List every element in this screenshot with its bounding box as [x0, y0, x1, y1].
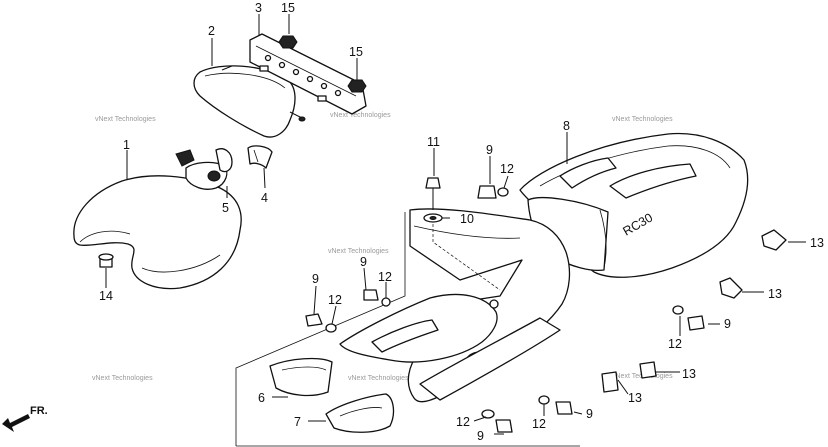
seat-part: [73, 175, 242, 290]
seat-frame-part: [339, 208, 571, 403]
watermark-3: vNext Technologies: [612, 116, 673, 123]
callout-5: 5: [222, 201, 229, 215]
bolt-washer-top: [477, 185, 509, 199]
callout-9-mid: 9: [360, 255, 367, 269]
watermark-1: vNext Technologies: [95, 116, 156, 123]
callout-12-right: 12: [668, 337, 682, 351]
callout-labels: 1 2 3 4 5 6 7 8 9 9 9 9 9 9 10 11 12 12 …: [99, 1, 824, 443]
callout-10: 10: [460, 212, 474, 226]
leader-lines: [105, 14, 806, 435]
bracket-part: [249, 33, 367, 115]
watermark-6: vNext Technologies: [348, 375, 409, 382]
watermark-4: vNext Technologies: [328, 248, 389, 255]
watermark-2: vNext Technologies: [330, 112, 391, 119]
callout-9-bottom-r: 9: [586, 407, 593, 421]
nut-parts: [278, 35, 367, 93]
callout-13-d: 13: [628, 391, 642, 405]
front-direction-indicator: FR.: [2, 405, 48, 432]
callout-9-bottom-l: 9: [477, 429, 484, 443]
callout-15-a: 15: [281, 1, 295, 15]
bolt-washer-right: [672, 305, 705, 331]
rear-cowl-part: RC30: [519, 132, 749, 278]
front-label: FR.: [30, 405, 48, 417]
callout-11: 11: [427, 135, 440, 149]
watermark-5: vNext Technologies: [92, 375, 153, 382]
callout-9-right: 9: [724, 317, 731, 331]
callout-15-b: 15: [349, 45, 363, 59]
callout-6: 6: [258, 391, 265, 405]
callout-12-top: 12: [500, 162, 514, 176]
bolt-washer-left: [305, 289, 391, 333]
callout-8: 8: [563, 119, 570, 133]
callout-12-bottom-l: 12: [456, 415, 470, 429]
callout-12-mid: 12: [378, 270, 392, 284]
callout-9-top: 9: [486, 143, 493, 157]
callout-3: 3: [255, 1, 262, 15]
callout-7: 7: [294, 415, 301, 429]
callout-4: 4: [261, 191, 268, 205]
front-arrow-icon: [2, 414, 30, 432]
grommet-part: [98, 253, 114, 268]
seat-lock-part: [175, 148, 233, 190]
center-fasteners: [423, 177, 501, 291]
clip-part: [247, 145, 273, 169]
side-panel-parts: [269, 357, 395, 433]
callout-12-left: 12: [328, 293, 342, 307]
callout-9-left: 9: [312, 272, 319, 286]
assembly-outline: [235, 212, 580, 447]
callout-14: 14: [99, 289, 113, 303]
callout-13-a: 13: [810, 236, 824, 250]
callout-1: 1: [123, 138, 130, 152]
callout-2: 2: [208, 24, 215, 38]
rubber-grommet-parts: [601, 229, 787, 393]
callout-12-bottom-r: 12: [532, 417, 546, 431]
callout-13-b: 13: [768, 287, 782, 301]
callout-13-c: 13: [682, 367, 696, 381]
bolt-washer-bottom: [481, 395, 573, 433]
